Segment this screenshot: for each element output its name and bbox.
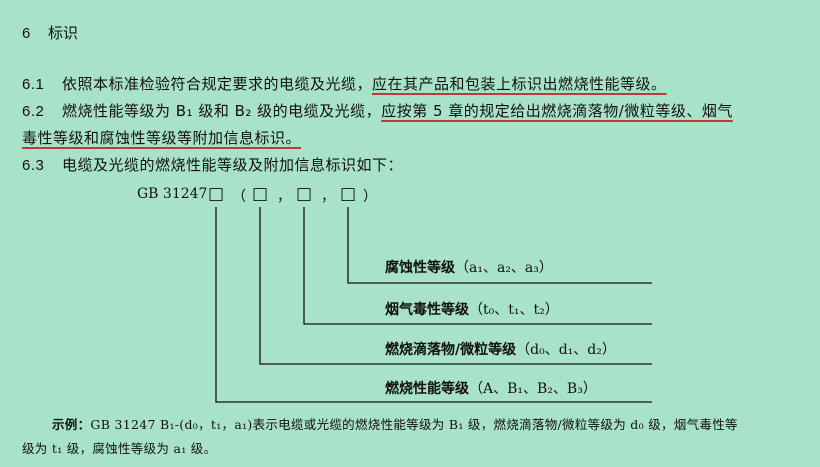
connector-droplets (259, 207, 652, 365)
paragraph-number: 6.3 (22, 157, 45, 174)
section-number: 6 (22, 25, 31, 42)
label-name: 腐蚀性等级 (385, 260, 455, 276)
underlined-text: 应在其产品和包装上标识出燃烧性能等级。 (372, 75, 667, 93)
label-name: 燃烧性能等级 (385, 381, 469, 397)
section-heading: 6 标识 (22, 22, 78, 43)
box-droplet-class: □ (252, 184, 269, 204)
paragraph-6-3: 6.3 电缆及光缆的燃烧性能等级及附加信息标识如下： (22, 154, 403, 175)
label-options: （A、B₁、B₂、B₃） (469, 381, 597, 397)
label-droplets: 燃烧滴落物/微粒等级（d₀、d₁、d₂） (385, 339, 616, 359)
example-line2: 级为 t₁ 级，腐蚀性等级为 a₁ 级。 (22, 438, 216, 457)
connector-toxicity (303, 207, 652, 325)
example-text: 级为 t₁ 级，腐蚀性等级为 a₁ 级。 (22, 441, 217, 456)
example-text: GB 31247 B₁-(d₀，t₁，a₁)表示电缆或光缆的燃烧性能等级为 B₁… (90, 417, 738, 432)
box-corrosion-class: □ (340, 184, 357, 204)
diagram-code: GB 31247 (137, 186, 208, 202)
example-label: 示例： (52, 417, 91, 432)
comma: ， (277, 189, 291, 205)
label-toxicity: 烟气毒性等级（t₀、t₁、t₂） (385, 299, 559, 319)
paragraph-text: 燃烧性能等级为 B₁ 级和 B₂ 级的电缆及光缆， (62, 102, 382, 120)
close-paren: ） (363, 189, 377, 205)
paragraph-6-2-line1: 6.2 燃烧性能等级为 B₁ 级和 B₂ 级的电缆及光缆，应按第 5 章的规定给出… (22, 100, 733, 121)
paragraph-6-1: 6.1 依照本标准检验符合规定要求的电缆及光缆，应在其产品和包装上标识出燃烧性能等… (22, 73, 667, 94)
label-fire-class: 燃烧性能等级（A、B₁、B₂、B₃） (385, 378, 597, 398)
paragraph-text: 电缆及光缆的燃烧性能等级及附加信息标识如下： (62, 156, 404, 174)
open-paren: （ (232, 189, 246, 205)
label-options: （a₁、a₂、a₃） (455, 260, 553, 276)
underlined-text: 毒性等级和腐蚀性等级等附加信息标识。 (22, 129, 302, 147)
label-options: （d₀、d₁、d₂） (516, 342, 616, 358)
connector-corrosion (347, 207, 652, 284)
label-options: （t₀、t₁、t₂） (469, 302, 559, 318)
example-line1: 示例：GB 31247 B₁-(d₀，t₁，a₁)表示电缆或光缆的燃烧性能等级为… (52, 414, 738, 433)
comma: ， (321, 189, 335, 205)
paragraph-6-2-line2: 毒性等级和腐蚀性等级等附加信息标识。 (22, 127, 301, 148)
label-name: 燃烧滴落物/微粒等级 (385, 342, 517, 358)
paragraph-number: 6.1 (22, 76, 45, 93)
underlined-text: 应按第 5 章的规定给出燃烧滴落物/微粒等级、烟气 (381, 102, 733, 120)
paragraph-number: 6.2 (22, 103, 45, 120)
section-title: 标识 (48, 24, 79, 42)
paragraph-text: 依照本标准检验符合规定要求的电缆及光缆， (62, 75, 373, 93)
box-toxicity-class: □ (296, 184, 313, 204)
label-name: 烟气毒性等级 (385, 302, 469, 318)
box-fire-class: □ (208, 184, 225, 204)
connector-fire-class (215, 207, 652, 403)
label-corrosion: 腐蚀性等级（a₁、a₂、a₃） (385, 257, 553, 277)
